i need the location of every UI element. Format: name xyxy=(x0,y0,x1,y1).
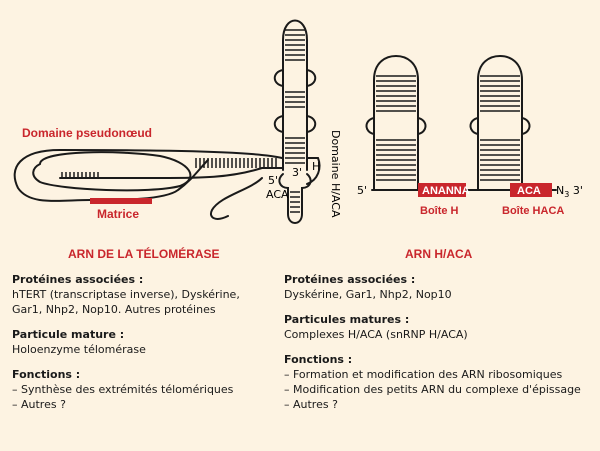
haca-info-column: Protéines associées : Dyskérine, Gar1, N… xyxy=(284,272,594,412)
n3-label-sub: 3 xyxy=(564,190,569,199)
telomerase-rna-backbone xyxy=(13,148,283,202)
left-proteins-title: Protéines associées : xyxy=(12,273,144,286)
telomerase-3prime-label: 3' xyxy=(292,166,302,179)
boite-h-label: Boîte H xyxy=(420,205,459,217)
haca-hairpin-2-bulge-right xyxy=(521,117,531,135)
haca-hairpin-2 xyxy=(477,54,523,191)
left-function-item: – Synthèse des extrémités télomériques xyxy=(12,383,234,396)
central-hairpin-bulge-left xyxy=(273,69,284,87)
pseudoknot-loop xyxy=(32,151,192,192)
heading-telomerase: ARN DE LA TÉLOMÉRASE xyxy=(68,246,220,261)
boite-haca-label: Boîte HACA xyxy=(502,205,564,217)
aca-box-label: ACA xyxy=(517,185,541,197)
haca-hairpin-2-bulge-left xyxy=(469,117,479,135)
right-proteins-title: Protéines associées : xyxy=(284,273,416,286)
left-proteins-line1: hTERT (transcriptase inverse), Dyskérine… xyxy=(12,288,240,301)
rna-structure-diagram: Domaine pseudonœud Matrice 5' 3' ACA H D… xyxy=(13,19,583,261)
haca-hairpin-1 xyxy=(373,54,419,191)
central-hairpin-bulge-right xyxy=(306,69,317,87)
aca-box xyxy=(510,183,552,197)
right-function-item: – Formation et modification des ARN ribo… xyxy=(284,368,563,381)
central-hairpin-bulge-left2 xyxy=(273,115,284,133)
left-functions-title: Fonctions : xyxy=(12,368,81,381)
ananna-box xyxy=(418,183,466,197)
telomerase-aca-label: ACA xyxy=(266,188,289,201)
left-particle-text: Holoenzyme télomérase xyxy=(12,343,146,356)
telomerase-tail xyxy=(210,177,263,220)
haca-hairpin-1-bulge-right xyxy=(417,117,427,135)
base-pair-ticks xyxy=(61,29,520,213)
heading-haca: ARN H/ACA xyxy=(405,247,473,261)
left-proteins-line2: Gar1, Nhp2, Nop10. Autres protéines xyxy=(12,303,216,316)
telomerase-3prime-strand xyxy=(306,157,321,185)
right-function-item: – Modification des petits ARN du complex… xyxy=(284,383,581,396)
pseudoknot-label: Domaine pseudonœud xyxy=(22,126,152,140)
right-particle-title: Particules matures : xyxy=(284,313,410,326)
n3-label: N3 3' xyxy=(556,184,583,199)
ananna-label: ANANNA xyxy=(422,185,470,197)
haca-5prime-label: 5' xyxy=(357,184,367,197)
right-functions-title: Fonctions : xyxy=(284,353,353,366)
haca-hairpin-1-bulge-left xyxy=(365,117,375,135)
right-function-item: – Autres ? xyxy=(284,398,338,411)
matrix-label: Matrice xyxy=(97,207,139,221)
telomerase-info-column: Protéines associées : hTERT (transcripta… xyxy=(12,272,282,412)
left-particle-title: Particule mature : xyxy=(12,328,125,341)
n3-label-end: 3' xyxy=(569,184,583,197)
left-function-item: – Autres ? xyxy=(12,398,66,411)
matrix-bar xyxy=(90,198,152,204)
right-proteins-text: Dyskérine, Gar1, Nhp2, Nop10 xyxy=(284,288,452,301)
haca-domain-label: Domaine H/ACA xyxy=(329,130,342,218)
telomerase-h-label: H xyxy=(312,160,320,173)
central-hairpin xyxy=(282,19,308,171)
n3-label-n: N xyxy=(556,184,564,197)
telomerase-lower-strand xyxy=(59,167,283,179)
central-hairpin-bulge-right2 xyxy=(306,115,317,133)
telomerase-5prime-label: 5' xyxy=(268,174,278,187)
right-particle-text: Complexes H/ACA (snRNP H/ACA) xyxy=(284,328,468,341)
